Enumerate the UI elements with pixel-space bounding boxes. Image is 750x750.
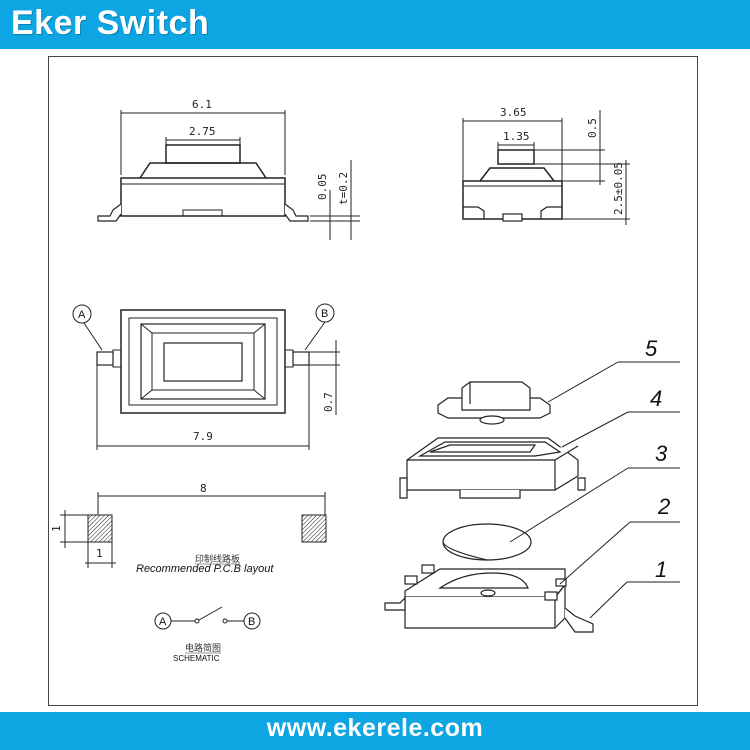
dim-width-total: 6.1 — [192, 98, 212, 111]
front-view — [97, 110, 360, 240]
dim-height: 2.5±0.05 — [612, 162, 625, 215]
dim-span: 7.9 — [193, 430, 213, 443]
header-bar: Eker Switch — [0, 0, 750, 49]
drawing-frame — [48, 56, 698, 706]
part-4-cover — [399, 437, 586, 499]
part-label-3: 3 — [655, 441, 668, 466]
pcb-pad-right — [301, 514, 327, 543]
terminal-b-label: B — [321, 308, 328, 320]
part-label-5: 5 — [645, 336, 658, 361]
pcb-layout — [60, 492, 327, 568]
part-3-dome — [442, 523, 532, 561]
terminal-a-marker: A — [72, 304, 92, 324]
part-leaders — [509, 361, 680, 619]
brand-title: Eker Switch — [11, 4, 210, 42]
part-5-button-cap — [437, 381, 551, 425]
top-view — [83, 309, 340, 450]
pcb-label-en: Recommended P.C.B layout — [136, 563, 274, 575]
dim-side-width: 3.65 — [500, 106, 527, 119]
schematic — [154, 606, 261, 630]
schematic-a-label: A — [159, 616, 167, 628]
dim-pad-height: 1 — [50, 525, 63, 532]
exploded-view — [384, 381, 594, 633]
side-view — [462, 110, 630, 225]
part-label-4: 4 — [650, 386, 662, 411]
terminal-a-label: A — [78, 309, 86, 321]
dim-pad-spacing: 8 — [200, 482, 207, 495]
dim-stem-height: 0.5 — [586, 118, 599, 138]
schematic-label-cn: 电路简图 — [185, 642, 221, 654]
footer-bar: www.ekerele.com — [0, 712, 750, 750]
dim-gap: 0.05 — [316, 174, 329, 201]
part-label-1: 1 — [655, 557, 667, 582]
pcb-pad-left — [87, 514, 113, 543]
dim-button-width: 2.75 — [189, 125, 216, 138]
schematic-label-en: SCHEMATIC — [173, 654, 220, 663]
terminal-b-marker: B — [315, 303, 335, 323]
dim-pad-width: 1 — [96, 547, 103, 560]
dim-pin-width: 0.7 — [322, 392, 335, 412]
dim-thickness: t=0.2 — [337, 172, 350, 205]
schematic-b-label: B — [248, 616, 255, 628]
footer-url[interactable]: www.ekerele.com — [266, 714, 484, 742]
dim-side-button: 1.35 — [503, 130, 530, 143]
part-2-base — [384, 564, 594, 633]
pcb-label-cn: 印制线路板 — [195, 553, 240, 565]
part-label-2: 2 — [657, 494, 670, 519]
